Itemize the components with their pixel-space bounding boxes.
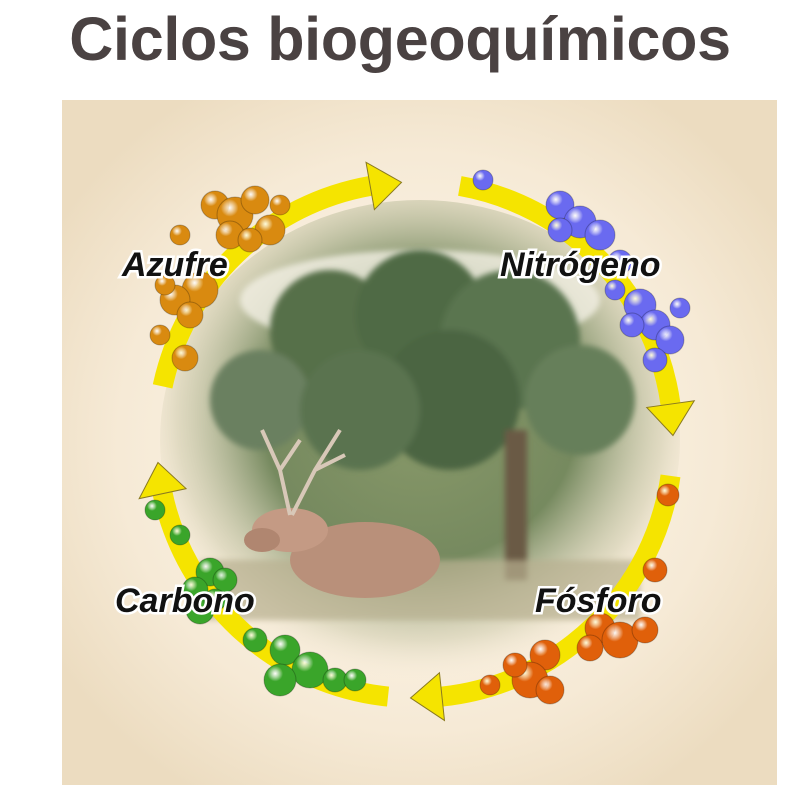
molecule-ball xyxy=(169,224,191,246)
label-nitrogeno: Nitrógeno xyxy=(500,246,661,284)
deer xyxy=(244,428,440,598)
molecule-ball xyxy=(203,588,227,612)
tree-canopy xyxy=(210,250,635,580)
molecule-ball xyxy=(479,674,501,696)
molecule-clusters xyxy=(144,169,691,705)
molecule-ball xyxy=(169,524,191,546)
arrow-azufre xyxy=(152,161,403,389)
molecule-ball xyxy=(322,667,348,693)
molecule-ball xyxy=(535,675,565,705)
molecule-ball xyxy=(604,279,626,301)
molecule-ball xyxy=(619,312,645,338)
molecule-ball xyxy=(242,627,268,653)
molecule-ball xyxy=(576,634,604,662)
molecule-ball xyxy=(656,483,680,507)
label-carbono: Carbono xyxy=(115,582,255,620)
landscape-photo xyxy=(160,200,680,680)
molecule-ball xyxy=(607,249,633,275)
molecule-ball xyxy=(343,668,367,692)
molecule-ball xyxy=(154,274,176,296)
molecule-ball xyxy=(584,219,616,251)
molecule-ball xyxy=(171,344,199,372)
page-title: Ciclos biogeoquímicos xyxy=(69,5,731,73)
molecule-ball xyxy=(472,169,494,191)
molecule-ball xyxy=(144,499,166,521)
label-fosforo: Fósforo xyxy=(535,582,662,620)
molecule-ball xyxy=(642,347,668,373)
molecule-ball xyxy=(655,325,685,355)
molecule-ball xyxy=(642,557,668,583)
molecule-ball xyxy=(669,297,691,319)
molecule-ball xyxy=(529,639,561,671)
azufre-molecule-cluster xyxy=(149,185,291,372)
molecule-ball xyxy=(547,217,573,243)
molecule-ball xyxy=(263,663,297,697)
molecule-ball xyxy=(240,185,270,215)
molecule-ball xyxy=(176,301,204,329)
molecule-ball xyxy=(237,227,263,253)
molecule-ball xyxy=(269,194,291,216)
molecule-ball xyxy=(631,616,659,644)
molecule-ball xyxy=(291,651,329,689)
molecule-ball xyxy=(149,324,171,346)
nitrogeno-molecule-cluster xyxy=(472,169,691,373)
molecule-ball xyxy=(502,652,528,678)
label-azufre: Azufre xyxy=(121,246,228,284)
fosforo-molecule-cluster xyxy=(479,483,680,705)
molecule-ball xyxy=(212,567,238,593)
carbono-molecule-cluster xyxy=(144,499,367,697)
